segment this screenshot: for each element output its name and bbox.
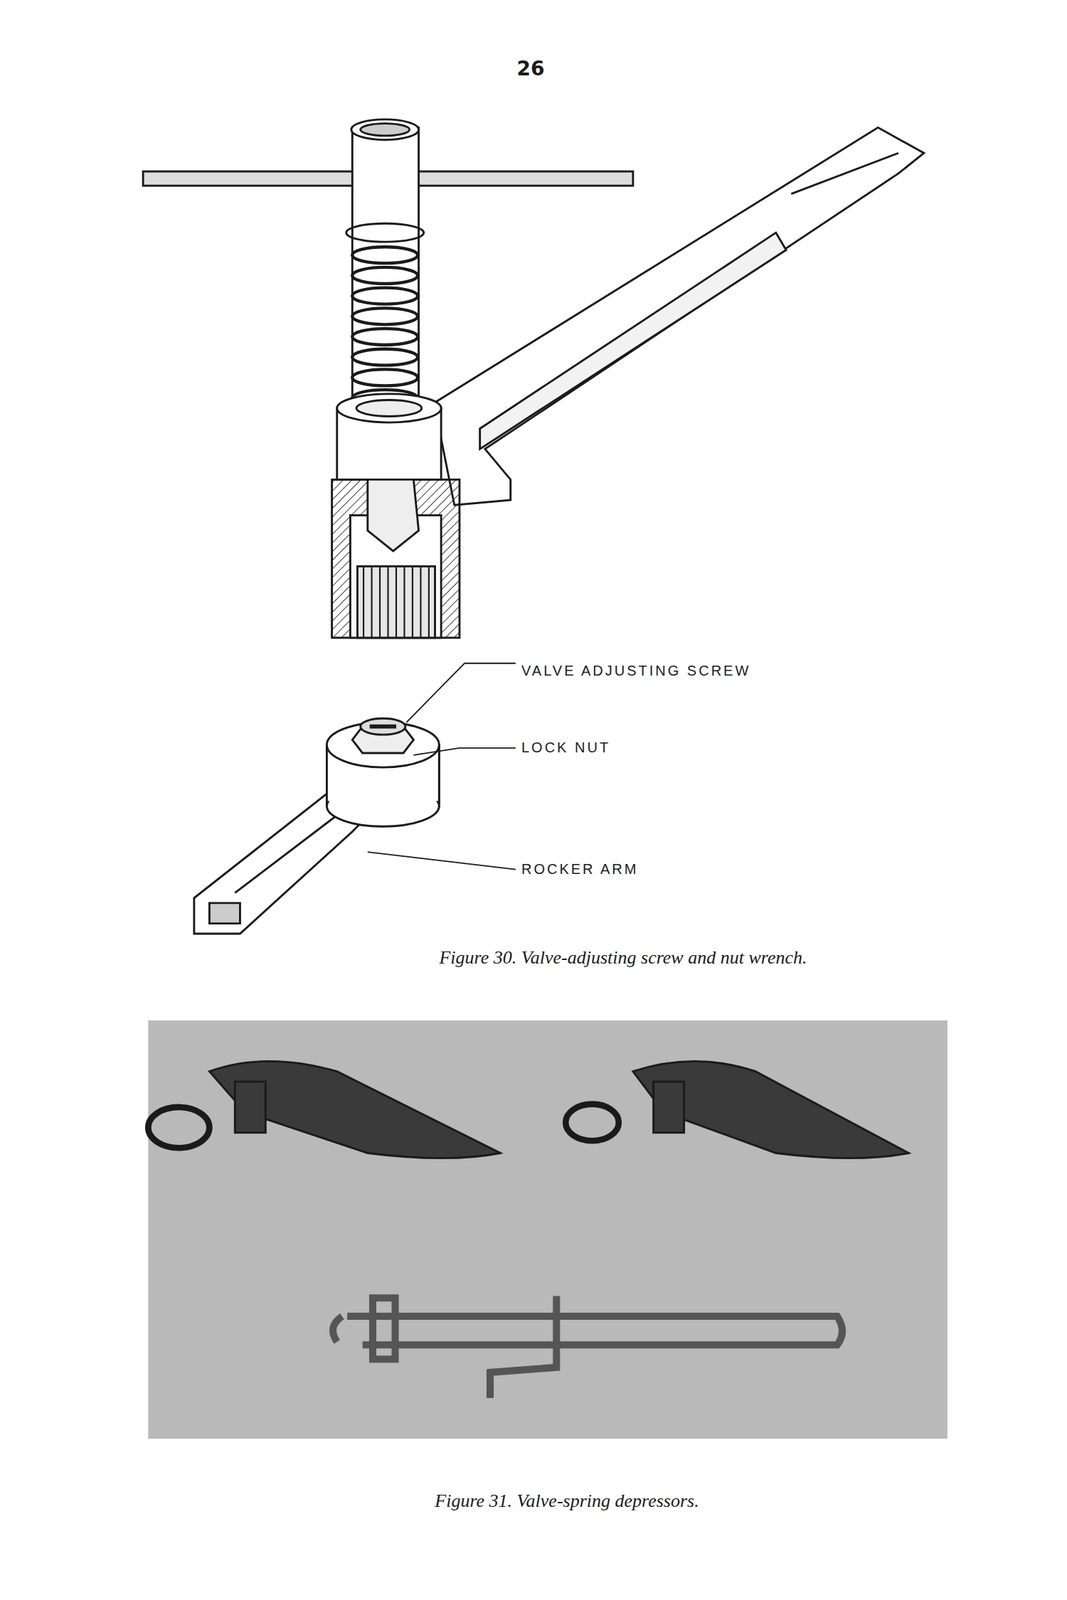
figure-caption: Figure 31. Valve-spring depressors. <box>434 1490 699 1513</box>
part-label: VALVE ADJUSTING SCREW <box>521 662 751 680</box>
figure-caption: Figure 30. Valve-adjusting screw and nut… <box>438 947 807 969</box>
wrench-figure-part <box>367 479 419 551</box>
depressor-photo-part-part <box>372 1298 396 1360</box>
wrench-figure <box>142 119 925 639</box>
wrench-figure-part <box>332 479 460 638</box>
depressor-photo <box>147 1020 948 1440</box>
wrench-figure-part <box>357 566 435 638</box>
rocker-arm-figure-part <box>438 745 441 805</box>
part-label: ROCKER ARM <box>521 861 639 878</box>
wrench-figure-part-part <box>352 369 418 386</box>
wrench-figure-part-part <box>352 267 418 284</box>
rocker-arm-figure-part <box>325 745 328 805</box>
wrench-figure-part-part <box>352 308 418 325</box>
wrench-figure-part-part <box>352 349 418 366</box>
depressor-photo-part <box>147 1020 948 1440</box>
rocker-arm-figure <box>194 718 439 934</box>
wrench-figure-part <box>360 123 410 136</box>
depressor-photo-part-part <box>332 1316 343 1343</box>
wrench-figure-part-part <box>352 246 418 264</box>
wrench-figure-part <box>351 119 419 141</box>
wrench-figure-part-part <box>403 566 405 638</box>
depressor-photo-part-part <box>209 1061 501 1159</box>
wrench-figure-part <box>480 232 787 449</box>
depressor-photo-part <box>147 1061 909 1159</box>
wrench-figure-part-part <box>428 566 430 638</box>
leader-lines <box>367 663 516 870</box>
depressor-photo-part-part <box>565 1104 619 1142</box>
wrench-figure-part <box>356 400 422 417</box>
page-number: 26 <box>517 56 545 81</box>
wrench-figure-part-part <box>352 328 418 345</box>
leader-lines-part <box>413 748 516 756</box>
wrench-figure-part-part <box>411 566 414 638</box>
wrench-figure-part-part <box>352 288 418 305</box>
wrench-figure-part-part <box>395 566 397 638</box>
leader-lines-part <box>367 852 516 870</box>
wrench-figure-part <box>346 223 424 242</box>
depressor-photo-part-part <box>653 1081 685 1134</box>
depressor-photo-part-part <box>347 1316 843 1346</box>
wrench-figure-part-part <box>370 566 373 638</box>
wrench-figure-part <box>352 127 419 414</box>
leader-lines-part <box>406 663 516 723</box>
wrench-figure-part-part <box>386 566 389 638</box>
depressor-photo-part-part <box>147 1107 210 1149</box>
wrench-figure-part <box>791 152 899 194</box>
wrench-figure-part <box>363 566 429 638</box>
depressor-photo-part <box>332 1296 843 1398</box>
part-label: LOCK NUT <box>521 739 611 757</box>
depressor-photo-part-part <box>633 1061 909 1159</box>
depressor-photo-part-part <box>490 1296 557 1398</box>
rocker-arm-figure-part <box>360 718 406 735</box>
wrench-figure-part-part <box>362 566 365 638</box>
rocker-arm-figure-part <box>369 724 397 730</box>
depressor-photo-part-part <box>234 1081 266 1134</box>
wrench-figure-part <box>337 394 442 423</box>
wrench-figure-part-part <box>379 566 381 638</box>
wrench-figure-part-part <box>419 566 422 638</box>
rocker-arm-figure-part <box>209 903 240 925</box>
